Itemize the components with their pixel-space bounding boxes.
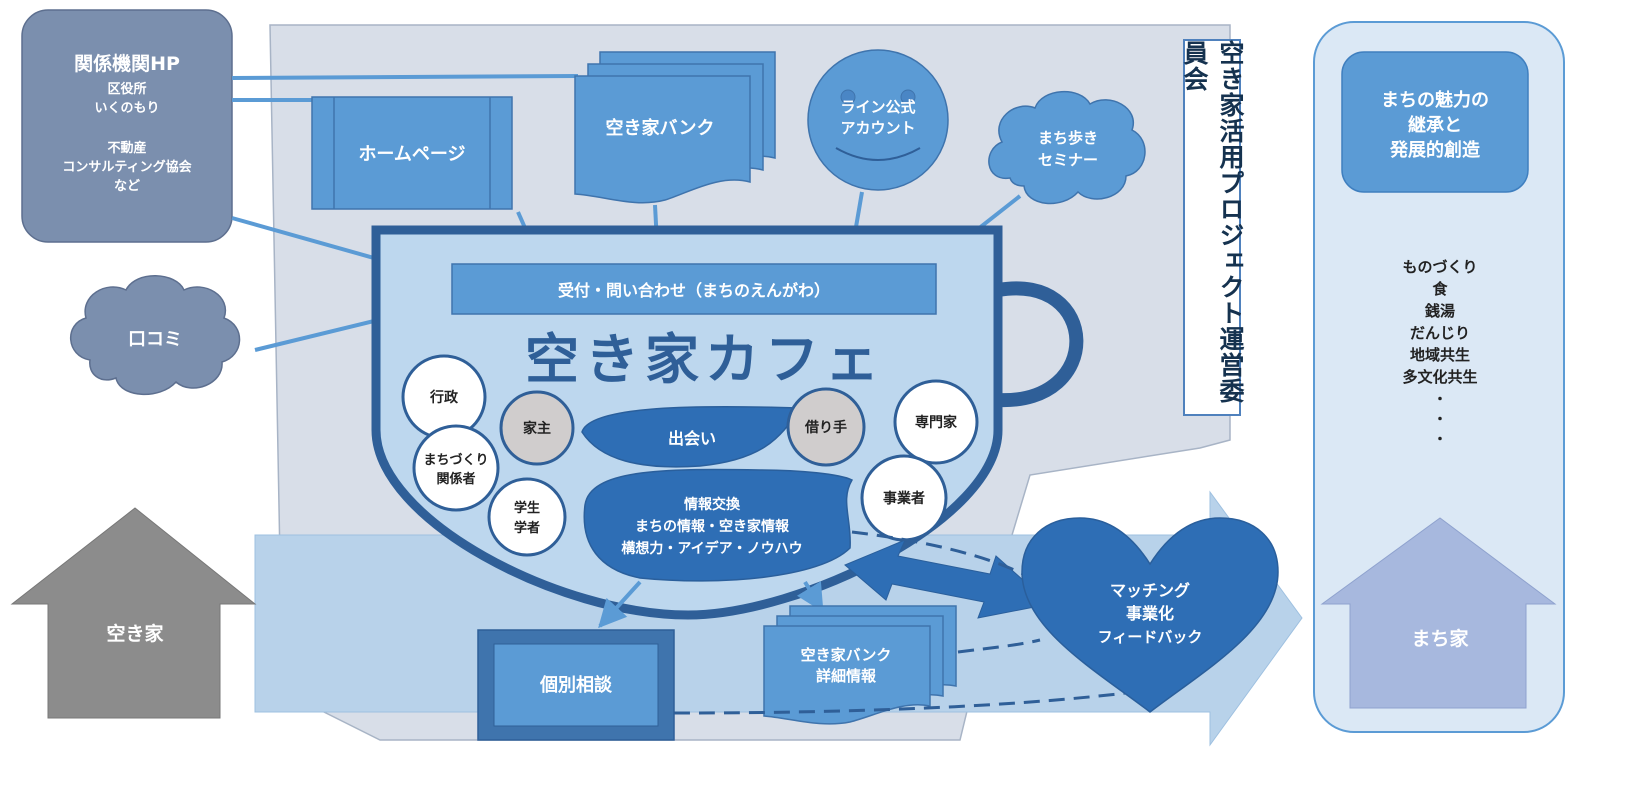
charm-item-5: 地域共生	[1410, 346, 1470, 364]
charm-item-3: 銭湯	[1424, 302, 1455, 320]
line-account-label-2: アカウント	[840, 119, 915, 137]
reception-label: 受付・問い合わせ（まちのえんがわ）	[558, 281, 830, 300]
machi-seminar-cloud	[988, 90, 1146, 205]
related-orgs-line-1: 区役所	[107, 81, 146, 97]
homepage-label: ホームページ	[358, 144, 465, 165]
consult-inner	[493, 643, 659, 727]
machiya-house	[1320, 517, 1557, 709]
info-exchange-line-2: まちの情報・空き家情報	[635, 518, 790, 535]
akiya-house	[10, 507, 257, 719]
expert-label: 専門家	[915, 414, 958, 431]
machiya-house-label: まち家	[1411, 627, 1469, 650]
student-label-2: 学者	[514, 520, 540, 536]
charm-item-1: ものづくり	[1402, 258, 1477, 276]
student-label-1: 学生	[514, 500, 540, 516]
info-exchange-line-1: 情報交換	[684, 496, 741, 513]
dashed-flow-bottom	[673, 688, 1151, 715]
owner-circle	[499, 390, 575, 466]
dashed-flow-mid	[957, 638, 1041, 654]
related-orgs-line-5: など	[114, 179, 140, 194]
line-account-eye-left	[840, 89, 856, 105]
akiya-bank-doc-front	[574, 75, 751, 204]
machi-seminar-label-1: まち歩き	[1038, 129, 1098, 147]
cup-handle	[996, 281, 1084, 408]
cafe-title: 空き家カフェ	[525, 328, 885, 391]
line-account-shape	[807, 49, 949, 191]
reception-bar	[451, 263, 937, 315]
bank-detail-line-1: 空き家バンク	[801, 646, 892, 664]
charm-item-2: 食	[1432, 280, 1448, 298]
deai-shape	[581, 405, 802, 468]
line-account-smile	[835, 147, 921, 161]
info-exchange-line-3: 構想力・アイデア・ノウハウ	[621, 540, 802, 557]
matching-line-3: フィードバック	[1098, 628, 1203, 646]
akiya-bank-label: 空き家バンク	[606, 117, 715, 139]
related-orgs-box	[21, 9, 233, 243]
charm-item-6: 多文化共生	[1402, 368, 1477, 386]
matching-heart	[1021, 517, 1279, 713]
committee-title-wrap: 空き家活用プロジェクト運営委員会	[1180, 40, 1245, 415]
committee-box	[1183, 39, 1241, 416]
related-orgs-line-4: コンサルティング協会	[62, 159, 192, 175]
business-label: 事業者	[883, 490, 925, 507]
charm-item-dot-3: ・	[1433, 432, 1447, 448]
renter-label: 借り手	[804, 419, 847, 436]
kuchikomi-label: 口コミ	[128, 329, 182, 350]
machizukuri-label-1: まちづくり	[423, 452, 488, 468]
charm-box-line-1: まちの魅力の	[1381, 89, 1489, 111]
machizukuri-circle	[412, 424, 500, 512]
line-account-label-1: ライン公式	[840, 98, 915, 116]
akiya-house-label: 空き家	[106, 622, 164, 645]
expert-circle	[893, 379, 979, 465]
charm-item-4: だんじり	[1410, 324, 1470, 342]
related-orgs-line-3: 不動産	[107, 140, 146, 156]
bank-detail-line-2: 詳細情報	[816, 667, 877, 685]
homepage-shape	[311, 96, 513, 210]
gyosei-label: 行政	[429, 389, 459, 406]
charm-box-line-3: 発展的創造	[1389, 139, 1480, 161]
charm-item-dot-1: ・	[1433, 392, 1447, 408]
committee-title: 空き家活用プロジェクト運営委員会	[1180, 40, 1245, 404]
matching-line-1: マッチング	[1110, 581, 1190, 600]
charm-box	[1341, 51, 1529, 193]
charm-item-dot-2: ・	[1433, 412, 1447, 428]
dashed-flow-top	[851, 530, 1036, 582]
kuchikomi-cloud	[69, 275, 241, 395]
machizukuri-label-2: 関係者	[436, 471, 475, 487]
arrow-to-consult	[598, 580, 642, 629]
charm-box-line-2: 継承と	[1408, 114, 1462, 136]
related-orgs-title: 関係機関HP	[74, 52, 180, 75]
connector-line-1	[231, 74, 579, 80]
right-panel	[1313, 21, 1565, 733]
consult-label: 個別相談	[539, 674, 613, 696]
bank-detail-doc-front	[763, 625, 931, 725]
info-exchange-shape	[583, 468, 854, 582]
student-circle	[487, 477, 567, 557]
line-account-eye-right	[900, 89, 916, 105]
matching-line-2: 事業化	[1126, 604, 1174, 623]
owner-label: 家主	[523, 420, 551, 437]
machi-seminar-label-2: セミナー	[1038, 151, 1098, 169]
deai-label: 出会い	[668, 429, 716, 448]
renter-circle	[786, 387, 866, 467]
related-orgs-line-2: いくのもり	[94, 101, 159, 116]
